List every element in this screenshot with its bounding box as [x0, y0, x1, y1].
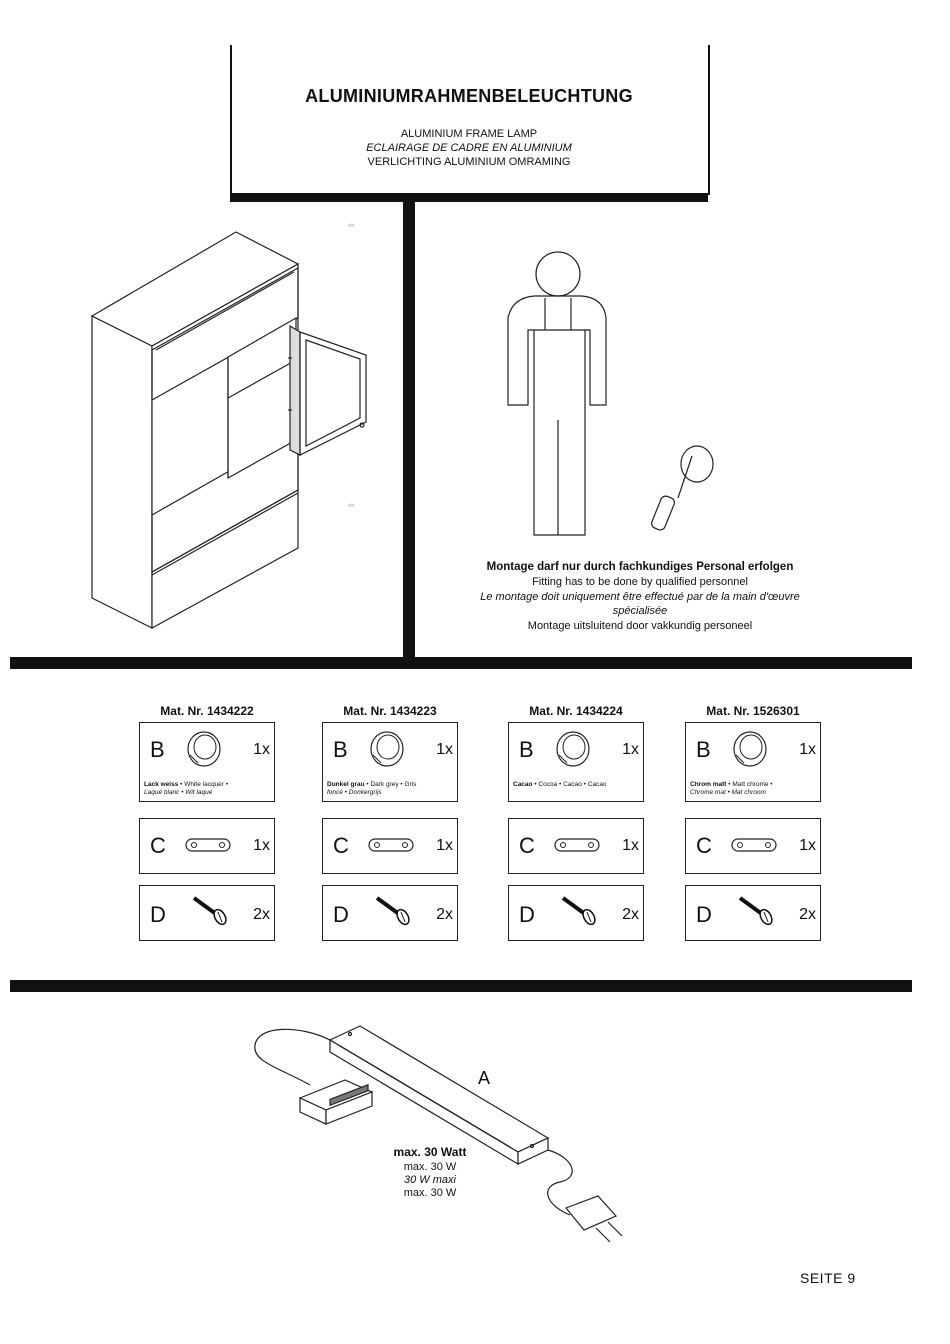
color-name: Chrom matt [690, 781, 727, 788]
part-letter: B [696, 737, 711, 762]
color-description: Chrom matt • Matt chrome •Chrome mat • M… [690, 781, 816, 797]
watt-de: max. 30 Watt [393, 1145, 467, 1159]
watt-fr: 30 W maxi [404, 1174, 456, 1186]
connector-clip-icon [554, 838, 600, 852]
part-b-box: B 1x Lack weiss • White lacquer •Laqué b… [139, 722, 275, 802]
part-quantity: 1x [799, 741, 816, 758]
knob-icon [370, 731, 404, 767]
color-translations: • Dark grey • Gris [364, 781, 417, 788]
part-letter: D [519, 902, 535, 927]
mat-number: Mat. Nr. 1434224 [529, 704, 623, 718]
title-box [230, 45, 710, 195]
knob-icon [733, 731, 767, 767]
part-letter: C [150, 833, 166, 858]
svg-text:ᵃᵇᶜ: ᵃᵇᶜ [348, 503, 355, 510]
part-d-box: D 2x [139, 885, 275, 941]
part-b-box: B 1x Chrom matt • Matt chrome •Chrome ma… [685, 722, 821, 802]
part-quantity: 2x [253, 906, 270, 923]
color-description: Cacao • Cocoa • Cacao • Cacao [513, 781, 639, 789]
color-name: Lack weiss [144, 781, 179, 788]
part-quantity: 1x [253, 741, 270, 758]
warning-fr-1: Le montage doit uniquement être effectué… [480, 591, 800, 603]
screw-icon [738, 896, 773, 926]
part-b-box: B 1x Cacao • Cocoa • Cacao • Cacao [508, 722, 644, 802]
part-letter: B [519, 737, 534, 762]
part-quantity: 1x [253, 837, 270, 854]
color-translations: • Matt chrome • [726, 781, 773, 788]
part-c-box: C 1x [685, 818, 821, 874]
part-quantity: 1x [799, 837, 816, 854]
vertical-divider [403, 200, 415, 658]
part-letter: D [150, 902, 166, 927]
color-translations-2: Laqué blanc • Wit laqué [144, 789, 213, 796]
part-letter: D [696, 902, 712, 927]
color-translations-2: Chrome mat • Mat chroom [690, 789, 766, 796]
knob-icon [556, 731, 590, 767]
section-divider-2 [10, 980, 912, 992]
color-description: Lack weiss • White lacquer •Laqué blanc … [144, 781, 270, 797]
part-letter: B [150, 737, 165, 762]
mat-number: Mat. Nr. 1434223 [343, 704, 437, 718]
part-quantity: 1x [436, 741, 453, 758]
connector-clip-icon [368, 838, 414, 852]
part-quantity: 1x [622, 837, 639, 854]
screw-icon [561, 896, 596, 926]
mat-number: Mat. Nr. 1434222 [160, 704, 254, 718]
color-name: Dunkel grau [327, 781, 365, 788]
part-letter: C [333, 833, 349, 858]
knob-icon [187, 731, 221, 767]
part-quantity: 2x [799, 906, 816, 923]
part-quantity: 1x [436, 837, 453, 854]
subtitle-fr: ECLAIRAGE DE CADRE EN ALUMINIUM [366, 142, 572, 154]
warning-en: Fitting has to be done by qualified pers… [532, 576, 748, 588]
part-d-box: D 2x [508, 885, 644, 941]
svg-text:ᵃᵇᶜ: ᵃᵇᶜ [348, 223, 355, 230]
part-quantity: 1x [622, 741, 639, 758]
page-number: SEITE 9 [800, 1270, 856, 1286]
color-translations-2: foncé • Donkergrijs [327, 789, 382, 796]
part-quantity: 2x [622, 906, 639, 923]
part-d-box: D 2x [322, 885, 458, 941]
part-letter: C [696, 833, 712, 858]
connector-clip-icon [731, 838, 777, 852]
color-translations: • White lacquer • [178, 781, 229, 788]
part-c-box: C 1x [508, 818, 644, 874]
color-name: Cacao [513, 781, 533, 788]
title-underline-bar [230, 193, 708, 202]
subtitle-en: ALUMINIUM FRAME LAMP [400, 128, 538, 140]
color-translations: • Cocoa • Cacao • Cacao [532, 781, 607, 788]
screw-icon [375, 896, 410, 926]
watt-nl: max. 30 W [403, 1187, 457, 1199]
part-c-box: C 1x [139, 818, 275, 874]
subtitle-nl: VERLICHTING ALUMINIUM OMRAMING [367, 156, 571, 168]
section-divider-1 [10, 657, 912, 669]
page-title: ALUMINIUMRAHMENBELEUCHTUNG [305, 86, 633, 106]
mat-number: Mat. Nr. 1526301 [706, 704, 800, 718]
warning-nl: Montage uitsluitend door vakkundig perso… [527, 620, 753, 632]
connector-clip-icon [185, 838, 231, 852]
warning-de: Montage darf nur durch fachkundiges Pers… [486, 561, 794, 573]
warning-fr-2: spécialisée [612, 605, 668, 617]
part-c-box: C 1x [322, 818, 458, 874]
part-letter: C [519, 833, 535, 858]
part-letter: D [333, 902, 349, 927]
part-quantity: 2x [436, 906, 453, 923]
part-d-box: D 2x [685, 885, 821, 941]
lamp-label: A [478, 1068, 491, 1088]
watt-en: max. 30 W [403, 1161, 457, 1173]
screw-icon [192, 896, 227, 926]
part-letter: B [333, 737, 348, 762]
